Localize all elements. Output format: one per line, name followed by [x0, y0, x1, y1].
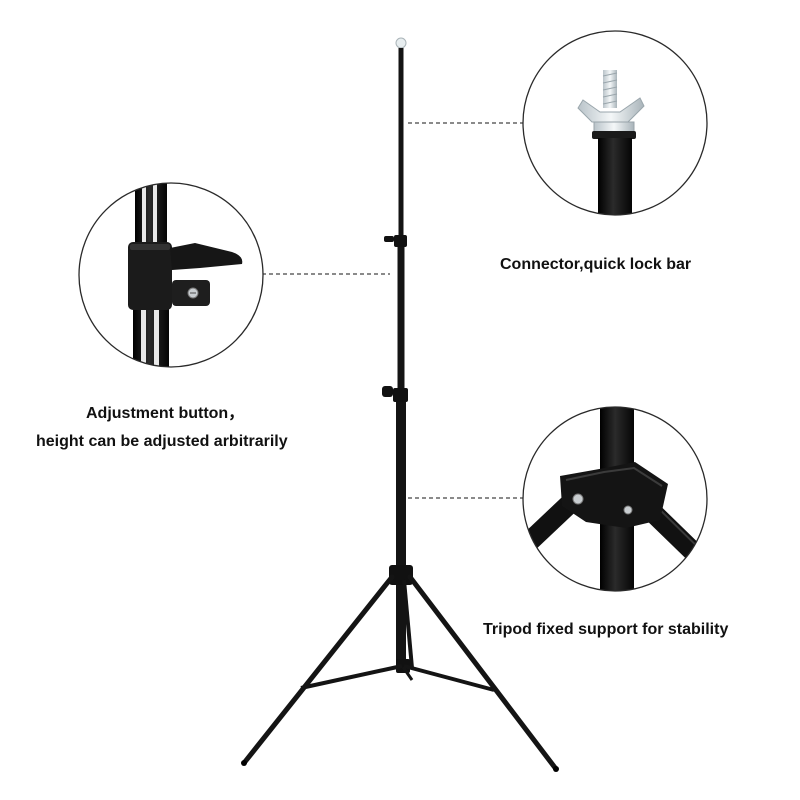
tripod-leg-left	[241, 574, 395, 766]
upper-lock-knob	[384, 236, 394, 242]
stand-middle-section	[397, 247, 405, 392]
lower-lock-knob	[382, 386, 393, 397]
wing-nut	[577, 97, 645, 123]
brace-left	[300, 664, 403, 690]
tripod-leg-right	[407, 574, 559, 772]
detail-circle-tripod	[522, 406, 708, 592]
light-stand	[241, 37, 559, 772]
detail-circle-adjustment	[78, 182, 264, 368]
connector-tube	[598, 138, 632, 215]
hub-body	[560, 462, 668, 528]
hub-screw-left	[572, 493, 584, 505]
clamp-body	[128, 242, 172, 310]
foot-right	[553, 766, 559, 772]
caption-connector: Connector,quick lock bar	[500, 256, 692, 273]
leg-hub	[389, 565, 413, 585]
clamp-lever	[170, 243, 243, 270]
stand-top-cap	[395, 37, 407, 49]
brace-back	[401, 666, 414, 681]
stand-bottom-section	[396, 402, 406, 667]
foot-left	[241, 760, 247, 766]
connector-collar	[593, 121, 635, 133]
tripod-leg-back	[402, 579, 414, 669]
caption-tripod: Tripod fixed support for stability	[483, 621, 729, 638]
hub-screw-right	[623, 505, 633, 515]
adjust-tube-lower	[133, 300, 169, 367]
lower-lock-collar	[393, 388, 408, 402]
caption-adjustment-line1: Adjustment button，	[86, 405, 245, 422]
brace-right	[403, 664, 495, 692]
upper-lock-collar	[394, 235, 407, 247]
detail-circle-connector	[522, 30, 708, 216]
leader-lines	[234, 122, 557, 499]
stand-top-section	[398, 48, 404, 240]
caption-adjustment-line2: height can be adjusted arbitrarily	[36, 433, 288, 450]
adjust-tube-upper	[135, 183, 167, 250]
